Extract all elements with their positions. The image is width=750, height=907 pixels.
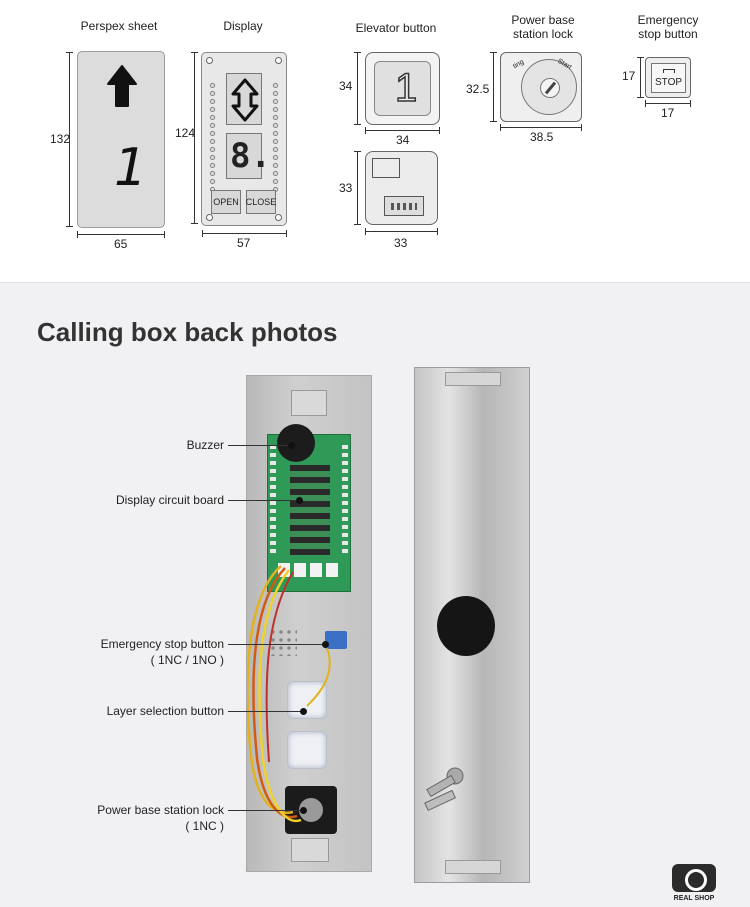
camera-icon <box>672 864 716 892</box>
stop-width-value: 17 <box>661 106 675 120</box>
key-icon <box>540 78 560 98</box>
display-circuit-board <box>267 434 351 592</box>
stop-height-line <box>637 57 644 98</box>
top-bracket <box>445 372 501 386</box>
perspex-width-line <box>77 231 165 238</box>
layer-selection-leader <box>228 708 307 715</box>
perspex-caption: Perspex sheet <box>80 19 158 33</box>
screw-icon <box>206 214 213 221</box>
bottom-bracket <box>445 860 501 874</box>
back-width-value: 33 <box>394 236 408 250</box>
screw-icon <box>275 214 282 221</box>
stop-width-line <box>645 100 691 107</box>
direction-window <box>226 73 262 125</box>
layer-selection-label: Layer selection button <box>106 704 224 718</box>
led-dots-right <box>273 83 278 192</box>
open-button[interactable]: OPEN <box>211 190 241 214</box>
stop-caption: Emergency stop button <box>637 13 699 41</box>
perspex-width-value: 65 <box>114 237 128 251</box>
stop-label: STOP <box>654 77 683 88</box>
lock-label-left: ting <box>512 58 526 71</box>
station-lock-leader <box>228 807 307 814</box>
perspex-height-value: 132 <box>50 132 71 146</box>
lock-height-value: 32.5 <box>466 82 490 96</box>
station-lock-label: Power base station lock ( 1NC ) <box>97 803 224 833</box>
display-panel: 8. OPEN CLOSE <box>201 52 287 226</box>
lock-caption: Power base station lock <box>511 13 575 41</box>
screw-icon <box>275 57 282 64</box>
elevator-button-front: 1 <box>365 52 440 125</box>
display-board-leader <box>228 497 303 504</box>
up-arrow-icon <box>107 65 137 107</box>
floor-digit-window: 8. <box>226 133 271 179</box>
cable-grommet <box>437 596 495 656</box>
led-dots-left <box>210 83 215 192</box>
wires <box>247 565 331 823</box>
section-title: Calling box back photos <box>37 317 338 347</box>
buzzer-label: Buzzer <box>186 438 224 452</box>
connector-icon <box>384 196 424 216</box>
button-width-value: 34 <box>396 133 410 147</box>
emergency-stop-label: Emergency stop button ( 1NC / 1NO ) <box>100 637 224 667</box>
speaker-holes <box>269 628 297 656</box>
elevator-button-caption: Elevator button <box>355 21 437 35</box>
up-down-arrow-icon <box>231 78 259 122</box>
perspex-digit: 1 <box>114 138 148 198</box>
back-height-line <box>354 151 361 225</box>
display-caption: Display <box>223 19 263 33</box>
close-button[interactable]: CLOSE <box>246 190 276 214</box>
real-shop-badge: REAL SHOP <box>672 864 716 904</box>
button-height-value: 34 <box>339 79 353 93</box>
emergency-stop-leader <box>228 641 329 648</box>
elevator-button-digit: 1 <box>394 65 418 111</box>
display-board-label: Display circuit board <box>115 493 224 507</box>
key-icon <box>424 767 464 812</box>
badge-text: REAL SHOP <box>673 895 715 902</box>
display-height-line <box>191 52 198 224</box>
emergency-stop-back <box>325 631 347 649</box>
elevator-button-back <box>365 151 438 225</box>
stop-button: STOP <box>645 57 691 98</box>
lock-height-line <box>490 52 497 122</box>
buzzer-leader <box>228 442 295 449</box>
perspex-sheet: 1 <box>77 51 165 228</box>
button-height-line <box>354 52 361 125</box>
stop-height-value: 17 <box>622 69 636 83</box>
display-height-value: 124 <box>175 126 196 140</box>
perspex-height-line <box>66 52 73 227</box>
calling-box-housing-photo <box>414 367 530 883</box>
back-width-line <box>365 228 438 235</box>
layer-button-module <box>287 681 327 719</box>
calling-box-back-photo <box>246 375 372 872</box>
lock-width-value: 38.5 <box>530 130 554 144</box>
display-width-line <box>202 230 287 237</box>
display-width-value: 57 <box>237 236 251 250</box>
display-digit: 8. <box>230 136 271 176</box>
buzzer <box>277 424 315 462</box>
layer-button-module <box>287 731 327 769</box>
mount-bracket <box>291 390 327 416</box>
button-width-line <box>365 127 440 134</box>
spec-panel: Perspex sheet 1 132 65 Display 8. OPEN C… <box>0 0 750 283</box>
mount-bracket <box>291 838 329 862</box>
station-lock: ting Start <box>500 52 582 122</box>
lock-width-line <box>500 124 582 131</box>
back-height-value: 33 <box>339 181 353 195</box>
screw-icon <box>206 57 213 64</box>
